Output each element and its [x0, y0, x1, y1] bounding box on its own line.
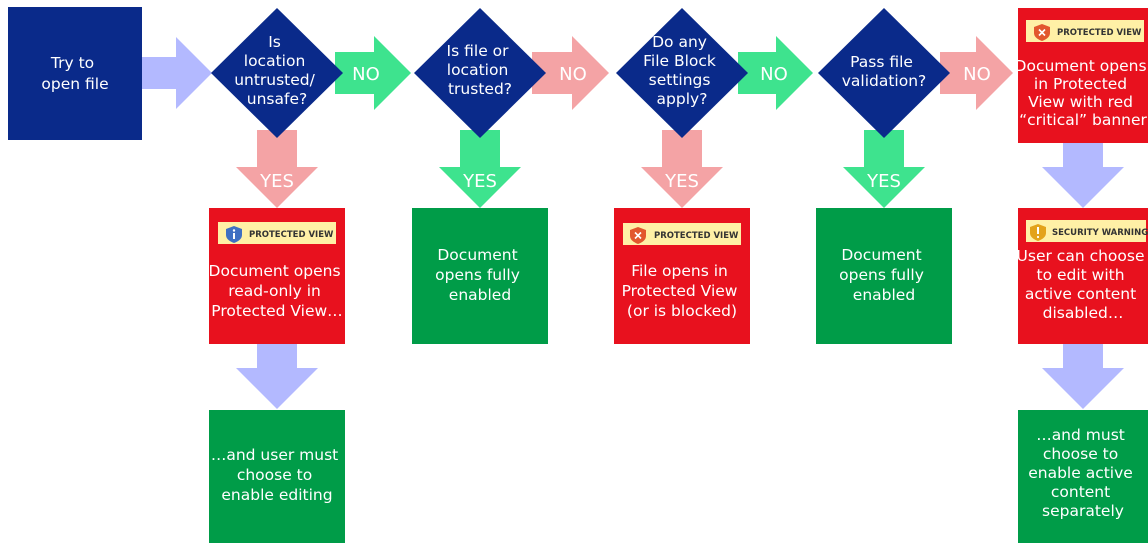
- result-enabled-box: [816, 208, 952, 344]
- protected-view-badge: PROTECTED VIEW: [1026, 20, 1144, 42]
- protected-view-badge: PROTECTED VIEW: [623, 223, 741, 245]
- svg-text:…and user must choose to: …and user must choose to enable editing: [211, 446, 343, 504]
- decision-file-trusted: [414, 8, 546, 138]
- svg-text:…and must choose to en: …and must choose to enable active conten…: [1028, 426, 1138, 520]
- svg-text:User can choose to edit wi: User can choose to edit with active cont…: [1017, 247, 1148, 322]
- label-yes-1: YES: [259, 171, 294, 192]
- label-yes-4: YES: [866, 171, 901, 192]
- svg-text:Is file or location tr: Is file or location trusted?: [447, 42, 514, 98]
- arrow-q1-no: [335, 36, 411, 110]
- svg-text:Document opens fully e: Document opens fully enabled: [435, 246, 525, 304]
- arrow-start-to-q1: [142, 37, 212, 109]
- result-user-edit-box: [209, 410, 345, 543]
- shield-info-icon: [226, 226, 242, 243]
- arrow-q2-yes: [439, 130, 521, 208]
- label-no-2: NO: [559, 64, 587, 85]
- result-active-content-box: [1018, 410, 1148, 543]
- arrow-q3-yes: [641, 130, 723, 208]
- svg-text:Do any File Block sett: Do any File Block settings apply?: [643, 33, 721, 108]
- svg-text:PROTECTED VIEW: PROTECTED VIEW: [654, 231, 739, 241]
- security-warning-badge: SECURITY WARNING: [1026, 220, 1148, 242]
- svg-text:Is location untrusted/: Is location untrusted/ unsafe?: [234, 33, 320, 108]
- arrow-critical-to-edit: [1042, 143, 1124, 208]
- label-yes-3: YES: [664, 171, 699, 192]
- arrow-q3-no: [738, 36, 813, 110]
- shield-x-icon: [1034, 24, 1050, 41]
- shield-x-icon: [630, 227, 646, 244]
- svg-text:Document opens in Protecte: Document opens in Protected View with re…: [1015, 57, 1148, 129]
- arrow-q2-no: [532, 36, 609, 110]
- svg-text:SECURITY WARNING: SECURITY WARNING: [1052, 228, 1148, 238]
- protected-view-badge: PROTECTED VIEW: [218, 222, 336, 244]
- svg-text:File opens in Protected Vi: File opens in Protected View (or is bloc…: [622, 262, 743, 320]
- decision-file-block: [616, 8, 748, 138]
- svg-text:Document opens read-only i: Document opens read-only in Protected Vi…: [209, 262, 346, 320]
- start-box: [8, 7, 142, 140]
- label-no-4: NO: [963, 64, 991, 85]
- arrow-q4-no: [940, 36, 1013, 110]
- svg-text:Document opens fully e: Document opens fully enabled: [839, 246, 929, 304]
- shield-exclamation-icon: [1030, 224, 1046, 241]
- arrow-readonly-to-user-edit: [236, 344, 318, 409]
- svg-text:PROTECTED VIEW: PROTECTED VIEW: [249, 230, 334, 240]
- svg-text:PROTECTED VIEW: PROTECTED VIEW: [1057, 28, 1142, 38]
- arrow-edit-to-active: [1042, 344, 1124, 409]
- label-yes-2: YES: [462, 171, 497, 192]
- decision-file-validation: [818, 8, 950, 138]
- label-no-1: NO: [352, 64, 380, 85]
- start-text: Try to open file: [41, 54, 108, 93]
- result-enabled-box: [412, 208, 548, 344]
- label-no-3: NO: [760, 64, 788, 85]
- arrow-q4-yes: [843, 130, 925, 208]
- decision-location-untrusted: [211, 8, 343, 138]
- svg-text:Pass file validation?: Pass file validation?: [842, 53, 927, 90]
- arrow-q1-yes: [236, 130, 318, 208]
